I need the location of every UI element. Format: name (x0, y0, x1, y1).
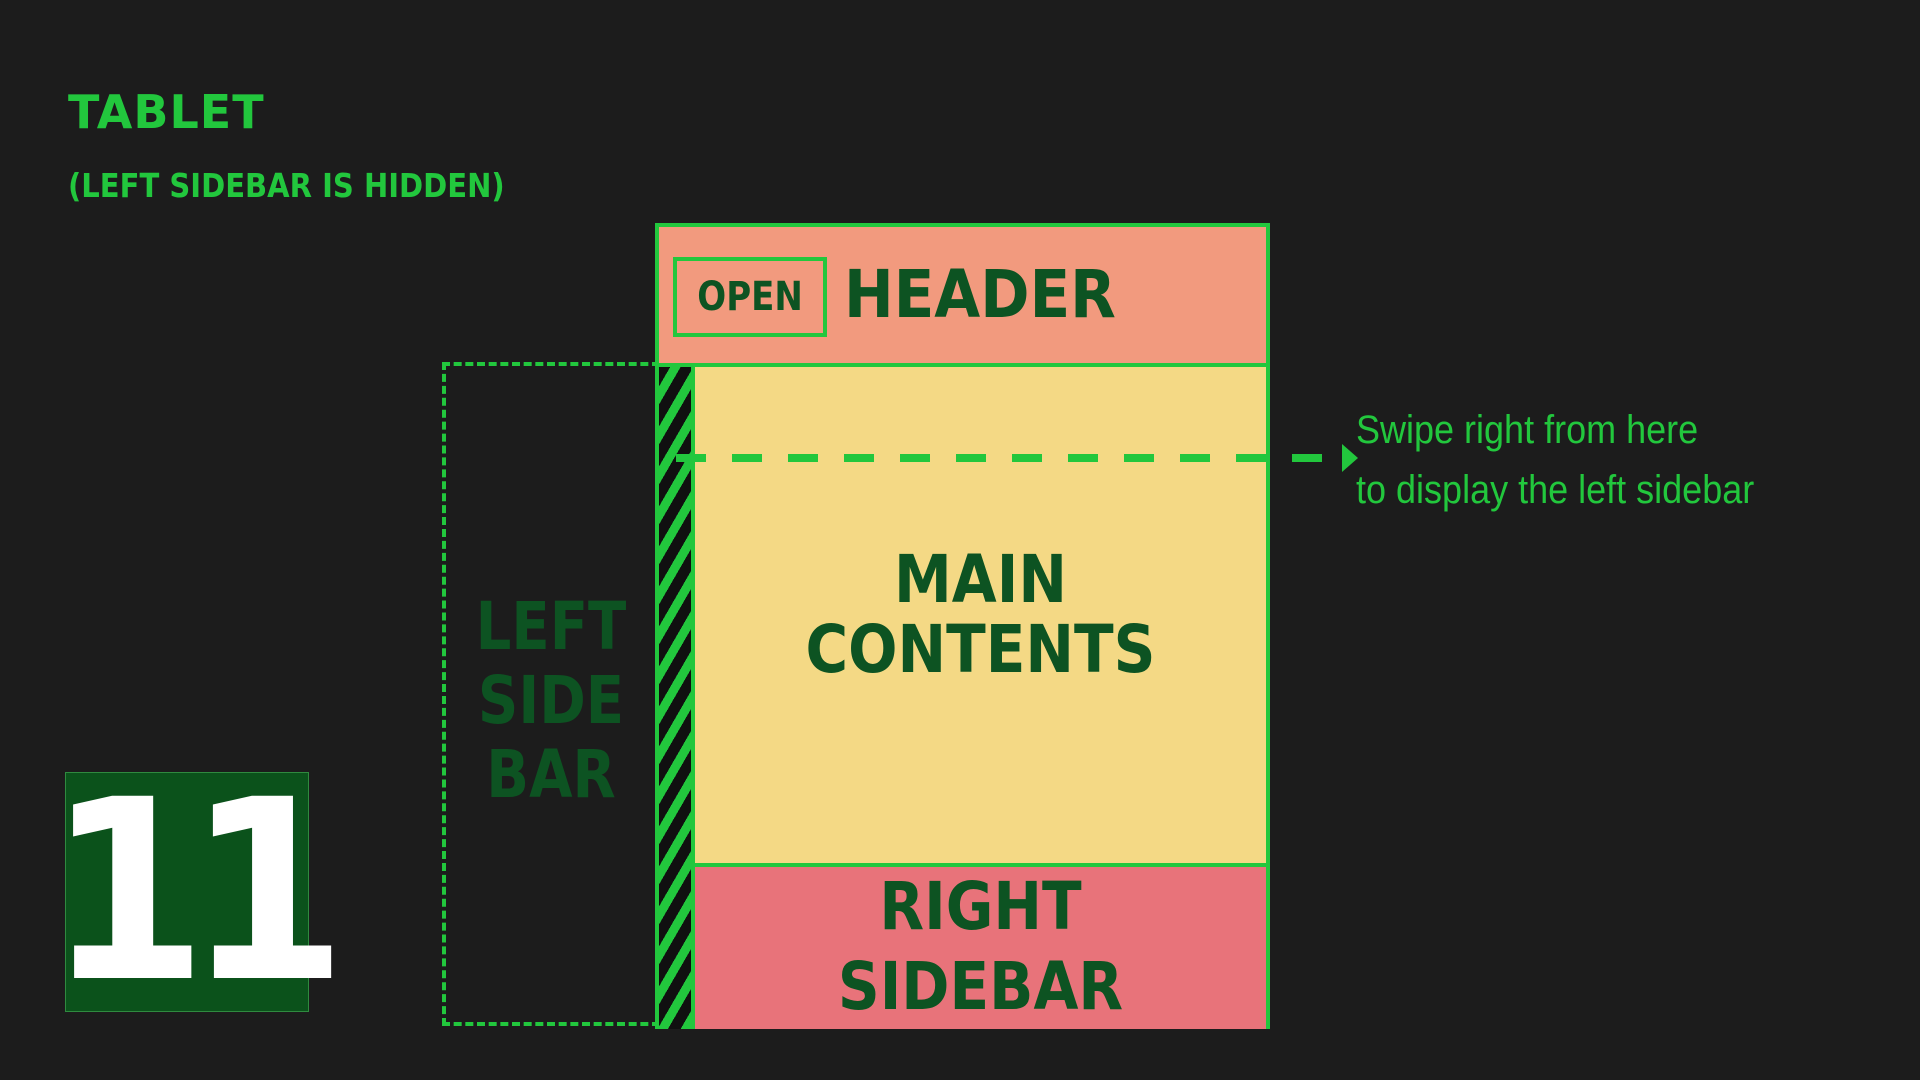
slide-title: TABLET (68, 85, 265, 139)
header-label: HEADER (844, 256, 1116, 333)
tablet-frame: OPEN HEADER MAIN CONTENTS RIGHT SIDEBAR (655, 223, 1270, 1029)
main-contents-region: MAIN CONTENTS (695, 367, 1266, 867)
swipe-arrow (676, 444, 1358, 472)
right-sidebar-label: RIGHT SIDEBAR (837, 868, 1124, 1025)
arrow-head-icon (1342, 444, 1358, 472)
slide-subtitle: (LEFT SIDEBAR IS HIDDEN) (68, 166, 505, 205)
slide-number: 11 (47, 746, 347, 1037)
swipe-callout-text: Swipe right from here to display the lef… (1356, 408, 1755, 512)
main-contents-label: MAIN CONTENTS (805, 541, 1156, 688)
open-sidebar-button[interactable]: OPEN (673, 257, 827, 337)
left-sidebar-label: LEFT SIDE BAR (475, 588, 627, 813)
open-button-label: OPEN (697, 274, 803, 320)
swipe-edge-zone[interactable] (659, 367, 695, 1029)
slide-number-badge: 11 (47, 767, 347, 1017)
header-region: OPEN HEADER (659, 227, 1266, 367)
right-sidebar-region: RIGHT SIDEBAR (695, 867, 1266, 1029)
left-sidebar-hidden-outline (442, 362, 660, 1026)
